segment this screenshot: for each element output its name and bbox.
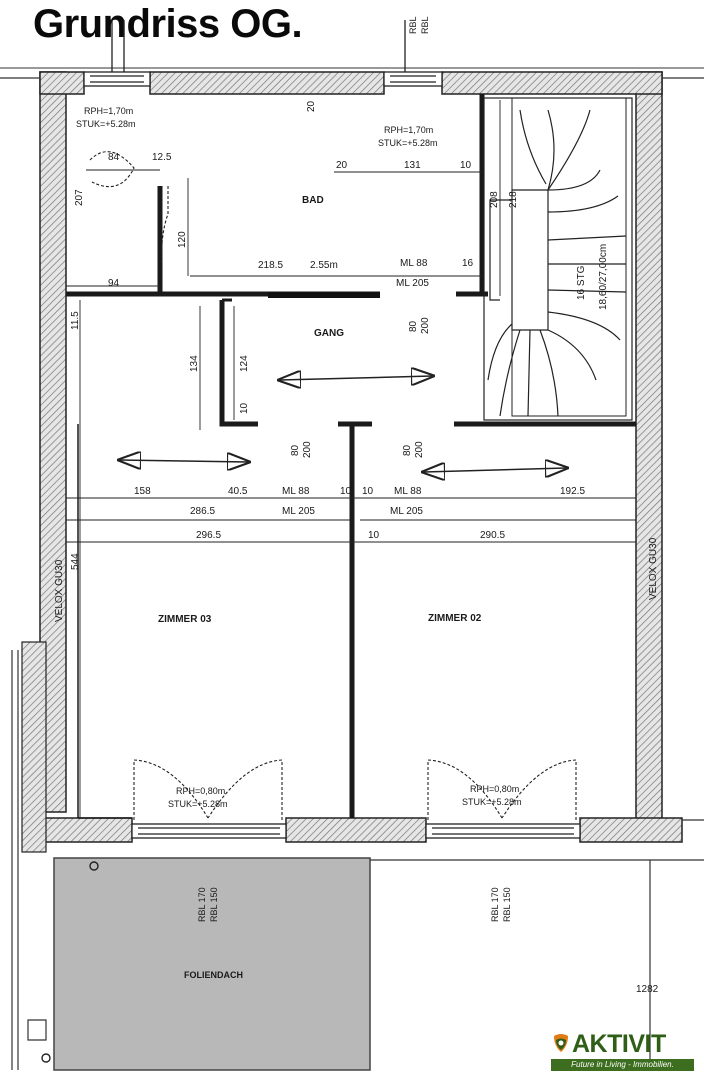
note-rph-bath-right: RPH=1,70m [384,125,433,135]
note-rph-bath-left: RPH=1,70m [84,106,133,116]
dim-1282: 1282 [636,984,659,995]
dim-134: 134 [189,355,200,372]
dim-218-5: 218.5 [258,260,283,271]
dim-296-5: 296.5 [196,530,221,541]
dim-80: 80 [408,320,419,332]
direction-arrows [120,376,566,472]
note-rbl-bottom-4: RBL 150 [502,887,512,922]
dim-207: 207 [74,189,85,206]
dim-10-c: 10 [340,486,352,497]
room-label-foliendach: FOLIENDACH [184,970,243,980]
note-rph-zimmer-02: RPH=0,80m [470,784,519,794]
dim-80-c: 80 [402,444,413,456]
parapet-lines [0,67,704,1070]
note-rbl-bottom-1: RBL 170 [197,887,207,922]
note-stuk-bath-right: STUK=+5.28m [378,138,438,148]
dim-10-d: 10 [362,486,374,497]
dim-200-b: 200 [302,441,313,458]
dimension-labels: 84 12.5 207 120 94 11.5 20 20 131 10 208… [70,100,659,995]
room-label-zimmer-03: ZIMMER 03 [158,614,212,625]
dim-158: 158 [134,486,151,497]
staircase [483,97,633,421]
dim-ml-88-b: ML 88 [282,486,310,497]
dim-10-a: 10 [460,160,472,171]
dim-218: 218 [508,191,519,208]
note-rbl-bottom-2: RBL 150 [209,887,219,922]
logo-tagline: Future in Living - Immobilien. [551,1059,694,1071]
room-label-bad: BAD [302,195,324,206]
dim-40-5: 40.5 [228,486,248,497]
note-stuk-bath-left: STUK=+5.28m [76,119,136,129]
dim-80-b: 80 [290,444,301,456]
dim-ml-88-a: ML 88 [400,258,428,269]
dim-20-b: 20 [336,160,348,171]
dim-ml-88-c: ML 88 [394,486,422,497]
dim-131: 131 [404,160,421,171]
note-rbl-top-1: RBL [408,16,418,34]
leaf-logo-icon [554,1034,568,1052]
dimension-lines [66,100,636,818]
dim-ml-205-b: ML 205 [282,506,315,517]
dim-200: 200 [420,317,431,334]
note-stuk-zimmer-03: STUK=+5.28m [168,799,228,809]
plan-title: Grundriss OG. [33,2,303,46]
dim-200-c: 200 [414,441,425,458]
dim-10-e: 10 [368,530,380,541]
dim-ml-205-a: ML 205 [396,278,429,289]
roof-area [54,858,370,1070]
note-stair-size: 18,60/27,00cm [598,244,609,310]
logo-name: AKTIVIT [572,1030,666,1058]
dim-11-5: 11.5 [70,311,81,330]
dim-2-55m: 2.55m [310,260,338,271]
room-label-zimmer-02: ZIMMER 02 [428,613,482,624]
note-rbl-bottom-3: RBL 170 [490,887,500,922]
note-stuk-zimmer-02: STUK=+5.28m [462,797,522,807]
windows [83,20,581,839]
outer-walls [21,71,683,853]
dim-544: 544 [70,553,81,570]
dim-10-b: 10 [239,402,250,414]
dim-286-5: 286.5 [190,506,215,517]
dim-20-a: 20 [306,100,317,112]
room-label-gang: GANG [314,328,344,339]
dim-16: 16 [462,258,474,269]
note-rbl-top-2: RBL [420,16,430,34]
note-rph-zimmer-03: RPH=0,80m [176,786,225,796]
dim-208: 208 [489,191,500,208]
dim-ml-205-c: ML 205 [390,506,423,517]
aktivit-logo: AKTIVIT Future in Living - Immobilien. [550,1030,696,1072]
dim-12-5: 12.5 [152,152,172,163]
note-velox-right: VELOX GU30 [648,537,659,600]
interior-walls [66,94,636,819]
dim-94: 94 [108,278,120,289]
dim-192-5: 192.5 [560,486,585,497]
dim-84: 84 [108,152,120,163]
doors [89,151,577,820]
note-velox-left: VELOX GU30 [54,559,65,622]
dim-124: 124 [239,355,250,372]
dim-290-5: 290.5 [480,530,505,541]
dim-120: 120 [177,231,188,248]
note-stair-steps: 16 STG [576,265,587,300]
